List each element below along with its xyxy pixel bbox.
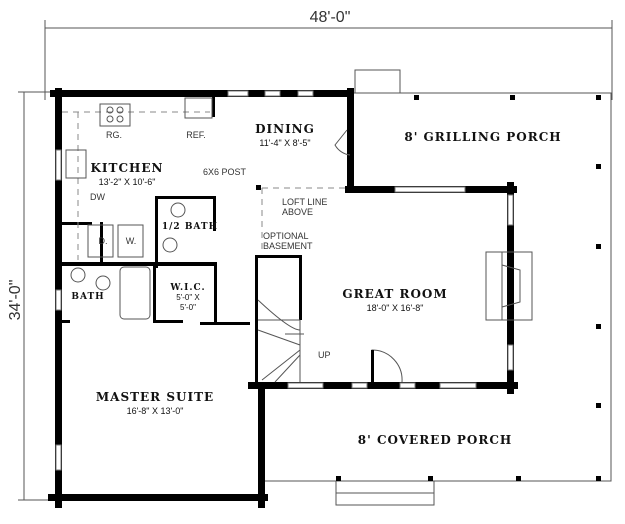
wic-size-1: 5'-0" X <box>176 293 200 302</box>
wic-size-2: 5'-0" <box>180 303 196 312</box>
range-label: RG. <box>106 130 122 140</box>
grilling-porch-label: 8' GRILLING PORCH <box>404 130 561 144</box>
basement-label-2: BASEMENT <box>263 241 313 251</box>
refrigerator-label: REF. <box>186 130 206 140</box>
fireplace-hearth <box>485 251 503 321</box>
wic-label: W.I.C. <box>169 283 205 293</box>
dining-door <box>334 129 351 156</box>
porch-outline <box>262 69 612 506</box>
bathtub-icon <box>119 266 151 320</box>
master-suite-size: 16'-8" X 13'-0" <box>127 406 184 416</box>
fixtures <box>62 97 533 383</box>
post-label: 6X6 POST <box>203 167 247 177</box>
dryer-label: D. <box>99 236 108 246</box>
sink-icon <box>65 149 87 179</box>
bath-toilet-icon <box>95 275 111 291</box>
entry-door <box>371 349 403 383</box>
bath-sink-icon <box>70 267 86 283</box>
depth-label: 34'-0" <box>7 280 24 321</box>
exterior-walls <box>48 88 518 508</box>
dryer-icon <box>87 224 114 258</box>
toilet-icon <box>170 202 186 218</box>
loft-line-label-2: ABOVE <box>282 207 313 217</box>
washer-icon <box>117 224 144 258</box>
half-bath-sink-icon <box>162 237 178 253</box>
master-suite-label: MASTER SUITE <box>96 390 214 404</box>
refrigerator-icon <box>184 97 213 119</box>
half-bath-label: 1/2 BATH <box>162 222 218 232</box>
range-icon <box>99 103 131 127</box>
washer-label: W. <box>126 236 137 246</box>
room-labels: DINING 11'-4" X 8'-5" 8' GRILLING PORCH … <box>71 122 561 447</box>
plan-notes: RG. REF. DW D. W. 6X6 POST LOFT LINE ABO… <box>90 130 331 360</box>
overall-depth-dimension: 34'-0" <box>7 91 60 501</box>
stairs-up-label: UP <box>318 350 331 360</box>
bath-label: BATH <box>71 292 104 302</box>
fireplace-icon <box>501 251 533 321</box>
kitchen-size: 13'-2" X 10'-6" <box>99 177 156 187</box>
dishwasher-label: DW <box>90 192 105 202</box>
basement-label-1: OPTIONAL <box>263 231 309 241</box>
width-label: 48'-0" <box>310 9 351 26</box>
dining-size: 11'-4" X 8'-5" <box>259 138 310 148</box>
great-room-size: 18'-0" X 16'-8" <box>367 303 424 313</box>
kitchen-label: KITCHEN <box>91 161 164 175</box>
dining-label: DINING <box>255 122 315 136</box>
porch-posts <box>336 95 601 481</box>
post-marker <box>256 185 261 190</box>
rear-steps <box>354 69 401 94</box>
great-room-label: GREAT ROOM <box>342 287 447 301</box>
overall-width-dimension: 48'-0" <box>44 9 613 100</box>
covered-porch-label: 8' COVERED PORCH <box>358 433 513 447</box>
loft-line-label-1: LOFT LINE <box>282 197 327 207</box>
